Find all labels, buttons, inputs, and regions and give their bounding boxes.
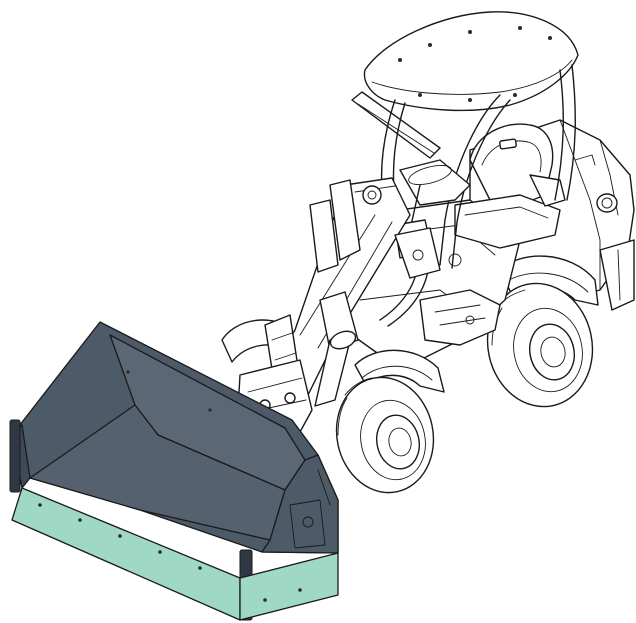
front-right-wheel xyxy=(335,376,435,494)
loader-bucket xyxy=(9,321,339,621)
operator-seat xyxy=(454,123,566,249)
rear-right-wheel xyxy=(486,282,594,408)
rops-canopy xyxy=(351,11,579,269)
